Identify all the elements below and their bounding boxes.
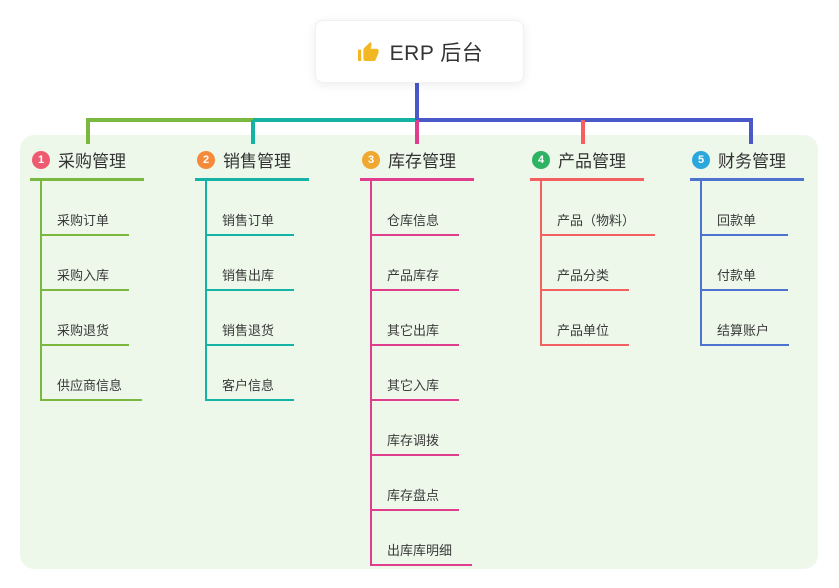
branch-item-node[interactable]: 销售退货: [207, 291, 295, 346]
branch: 4 产品管理 产品（物料）产品分类产品单位: [530, 147, 656, 346]
branch-item-node[interactable]: 产品分类: [542, 236, 630, 291]
branch-title-node[interactable]: 5 财务管理: [690, 147, 804, 181]
branch: 1 采购管理 采购订单采购入库采购退货供应商信息: [30, 147, 144, 401]
branch-title-node[interactable]: 3 库存管理: [360, 147, 474, 181]
connector-bus-segment: [253, 118, 417, 122]
branch-item-node[interactable]: 产品（物料）: [542, 181, 656, 236]
branch-item-node[interactable]: 库存调拨: [372, 401, 460, 456]
connector-drop: [251, 120, 255, 144]
branch-title-node[interactable]: 4 产品管理: [530, 147, 644, 181]
branch-item-node[interactable]: 仓库信息: [372, 181, 460, 236]
branch-item-node[interactable]: 其它入库: [372, 346, 460, 401]
branch: 2 销售管理 销售订单销售出库销售退货客户信息: [195, 147, 309, 401]
branch-item-node[interactable]: 销售订单: [207, 181, 295, 236]
branch-title-label: 财务管理: [718, 152, 786, 171]
root-node-label: ERP 后台: [389, 41, 484, 65]
branch-item-node[interactable]: 结算账户: [702, 291, 790, 346]
branch-title-label: 销售管理: [223, 152, 291, 171]
branch-item-node[interactable]: 产品库存: [372, 236, 460, 291]
branch-item-node[interactable]: 采购退货: [42, 291, 130, 346]
branch-number-badge: 2: [197, 150, 215, 169]
branch-number-badge: 4: [532, 150, 550, 169]
branch-item-node[interactable]: 其它出库: [372, 291, 460, 346]
branch-item-node[interactable]: 产品单位: [542, 291, 630, 346]
mindmap-panel: [20, 135, 818, 569]
branch-title-node[interactable]: 1 采购管理: [30, 147, 144, 181]
connector-drop: [749, 120, 753, 144]
branch-item-node[interactable]: 销售出库: [207, 236, 295, 291]
branch: 5 财务管理 回款单付款单结算账户: [690, 147, 804, 346]
branch-item-node[interactable]: 供应商信息: [42, 346, 143, 401]
branch-number-badge: 1: [32, 150, 50, 169]
branch-number-badge: 5: [692, 150, 710, 169]
connector-drop: [415, 120, 419, 144]
branch-title-label: 采购管理: [58, 152, 126, 171]
branch-items-list: 产品（物料）产品分类产品单位: [540, 181, 656, 346]
root-node[interactable]: ERP 后台: [315, 20, 524, 83]
branch-title-label: 库存管理: [388, 152, 456, 171]
branch-title-label: 产品管理: [558, 152, 626, 171]
branch-item-node[interactable]: 出库库明细: [372, 511, 473, 566]
branch-items-list: 采购订单采购入库采购退货供应商信息: [40, 181, 143, 401]
branch-items-list: 回款单付款单结算账户: [700, 181, 790, 346]
branch-item-node[interactable]: 采购入库: [42, 236, 130, 291]
connector-drop: [86, 120, 90, 144]
branch-item-node[interactable]: 客户信息: [207, 346, 295, 401]
branch: 3 库存管理 仓库信息产品库存其它出库其它入库库存调拨库存盘点出库库明细: [360, 147, 474, 566]
connector-drop: [581, 120, 585, 144]
branch-title-node[interactable]: 2 销售管理: [195, 147, 309, 181]
branch-item-node[interactable]: 库存盘点: [372, 456, 460, 511]
branch-item-node[interactable]: 采购订单: [42, 181, 130, 236]
branch-items-list: 仓库信息产品库存其它出库其它入库库存调拨库存盘点出库库明细: [370, 181, 473, 566]
branch-item-node[interactable]: 付款单: [702, 236, 788, 291]
branch-items-list: 销售订单销售出库销售退货客户信息: [205, 181, 295, 401]
branch-number-badge: 3: [362, 150, 380, 169]
connector-bus-segment: [86, 118, 253, 122]
branch-item-node[interactable]: 回款单: [702, 181, 788, 236]
root-connector-stem: [415, 82, 419, 118]
thumbs-up-icon: [357, 41, 379, 61]
